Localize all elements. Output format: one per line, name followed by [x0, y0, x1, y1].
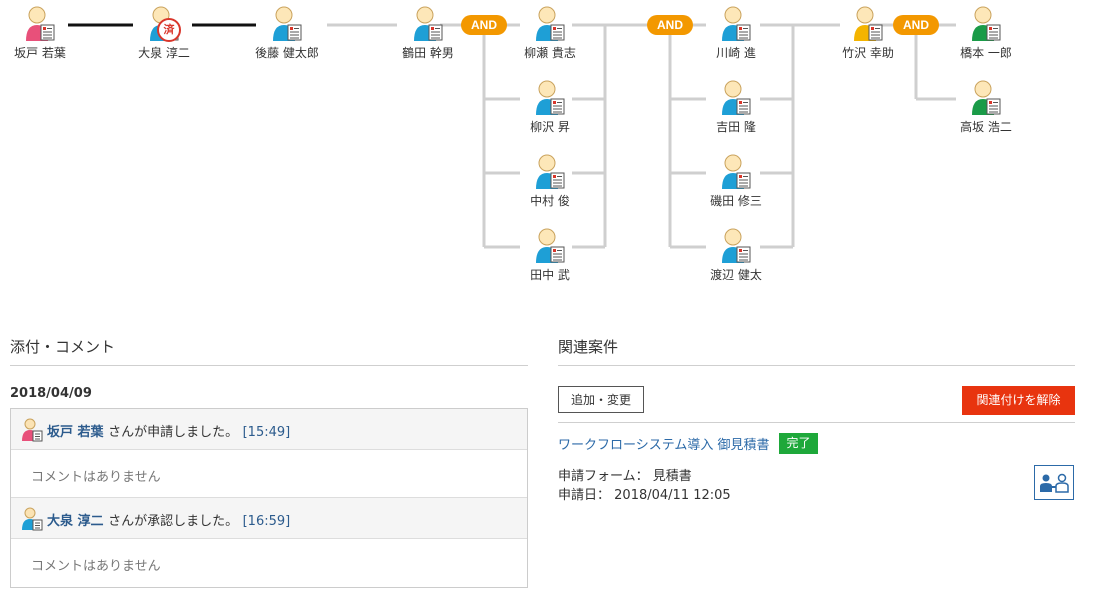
- comment-text-2: コメントはありません: [31, 559, 161, 574]
- comments-section-title: 添付・コメント: [10, 338, 116, 356]
- approver-node[interactable]: 済大泉 淳二: [114, 5, 214, 61]
- comments-divider: [10, 365, 528, 366]
- comment-date: 2018/04/09: [10, 386, 92, 401]
- related-list-divider: [558, 422, 1075, 423]
- approver-avatar-icon: [970, 79, 1002, 117]
- approver-node[interactable]: 田中 武: [500, 227, 600, 283]
- user-doc-icon: [21, 418, 43, 446]
- approver-avatar-icon: [412, 5, 444, 43]
- approver-name: 田中 武: [530, 268, 570, 282]
- approver-node[interactable]: 坂戸 若葉: [0, 5, 90, 61]
- approver-name: 磯田 修三: [710, 194, 762, 208]
- approver-avatar-icon: [720, 5, 752, 43]
- unlink-button[interactable]: 関連付けを解除: [962, 386, 1075, 415]
- comment-action-1: さんが申請しました。: [108, 425, 239, 440]
- comment-action-2: さんが承認しました。: [108, 514, 239, 529]
- approver-node[interactable]: 鶴田 幹男: [378, 5, 478, 61]
- comment-user-link-2[interactable]: 大泉 淳二: [47, 514, 104, 529]
- form-label: 申請フォーム：: [558, 469, 649, 484]
- approver-node[interactable]: 磯田 修三: [686, 153, 786, 209]
- comment-header-2: 大泉 淳二 さんが承認しました。 [16:59]: [11, 498, 527, 539]
- approver-node[interactable]: 竹沢 幸助: [818, 5, 918, 61]
- approver-avatar-icon: [970, 5, 1002, 43]
- approver-node[interactable]: 渡辺 健太: [686, 227, 786, 283]
- approver-node[interactable]: 高坂 浩二: [936, 79, 1036, 135]
- and-operator-2: AND: [647, 15, 693, 35]
- approver-avatar-icon: [720, 79, 752, 117]
- approver-node[interactable]: 吉田 隆: [686, 79, 786, 135]
- approver-avatar-icon: [534, 5, 566, 43]
- date-meta: 申請日： 2018/04/11 12:05: [558, 484, 731, 503]
- approver-avatar-icon: [534, 79, 566, 117]
- form-meta: 申請フォーム： 見積書: [558, 465, 692, 484]
- approver-name: 大泉 淳二: [138, 46, 190, 60]
- and-operator-3: AND: [893, 15, 939, 35]
- comment-body-1: コメントはありません: [11, 450, 527, 498]
- approver-avatar-icon: [534, 227, 566, 265]
- comment-body-2: コメントはありません: [11, 539, 527, 587]
- date-value: 2018/04/11 12:05: [614, 488, 731, 503]
- approver-name: 鶴田 幹男: [402, 46, 454, 60]
- comment-list: 坂戸 若葉 さんが申請しました。 [15:49] コメントはありません 大泉 淳…: [10, 408, 528, 588]
- approver-node[interactable]: 柳瀬 貴志: [500, 5, 600, 61]
- approver-avatar-icon: [852, 5, 884, 43]
- approver-name: 中村 俊: [530, 194, 570, 208]
- approver-node[interactable]: 柳沢 昇: [500, 79, 600, 135]
- approver-avatar-icon: [534, 153, 566, 191]
- approver-name: 坂戸 若葉: [14, 46, 66, 60]
- approver-name: 柳沢 昇: [530, 120, 570, 134]
- status-badge: 完了: [779, 433, 818, 454]
- approver-node[interactable]: 橋本 一郎: [936, 5, 1036, 61]
- approver-name: 柳瀬 貴志: [524, 46, 576, 60]
- approver-name: 吉田 隆: [716, 120, 756, 134]
- comment-time-1: [15:49]: [242, 425, 291, 440]
- approver-name: 高坂 浩二: [960, 120, 1012, 134]
- form-value: 見積書: [652, 469, 692, 484]
- user-doc-icon: [21, 507, 43, 535]
- approver-avatar-icon: [720, 227, 752, 265]
- approver-name: 川崎 進: [716, 46, 756, 60]
- approver-name: 竹沢 幸助: [842, 46, 894, 60]
- add-change-button[interactable]: 追加・変更: [558, 386, 644, 413]
- approver-node[interactable]: 後藤 健太郎: [237, 5, 337, 61]
- related-divider: [558, 365, 1075, 366]
- relation-users-icon[interactable]: [1034, 465, 1074, 500]
- approver-avatar-icon: [271, 5, 303, 43]
- and-operator-1: AND: [461, 15, 507, 35]
- approver-name: 後藤 健太郎: [255, 46, 319, 60]
- approved-stamp-icon: 済: [157, 18, 181, 42]
- date-label: 申請日：: [558, 488, 611, 503]
- approver-avatar-icon: [24, 5, 56, 43]
- related-item-link[interactable]: ワークフローシステム導入 御見積書: [558, 438, 770, 453]
- comment-text-1: コメントはありません: [31, 470, 161, 485]
- comment-time-2: [16:59]: [242, 514, 291, 529]
- approver-avatar-icon: 済: [148, 5, 181, 43]
- route-connectors: [68, 23, 956, 249]
- comment-header-1: 坂戸 若葉 さんが申請しました。 [15:49]: [11, 409, 527, 450]
- related-section-title: 関連案件: [558, 338, 619, 356]
- approver-name: 橋本 一郎: [960, 46, 1012, 60]
- approver-name: 渡辺 健太: [710, 268, 762, 282]
- comment-user-link-1[interactable]: 坂戸 若葉: [47, 425, 104, 440]
- approval-route-diagram: AND AND AND 坂戸 若葉済大泉 淳二後藤 健太郎鶴田 幹男柳瀬 貴志柳…: [0, 0, 1095, 300]
- approver-node[interactable]: 川崎 進: [686, 5, 786, 61]
- approver-node[interactable]: 中村 俊: [500, 153, 600, 209]
- approver-avatar-icon: [720, 153, 752, 191]
